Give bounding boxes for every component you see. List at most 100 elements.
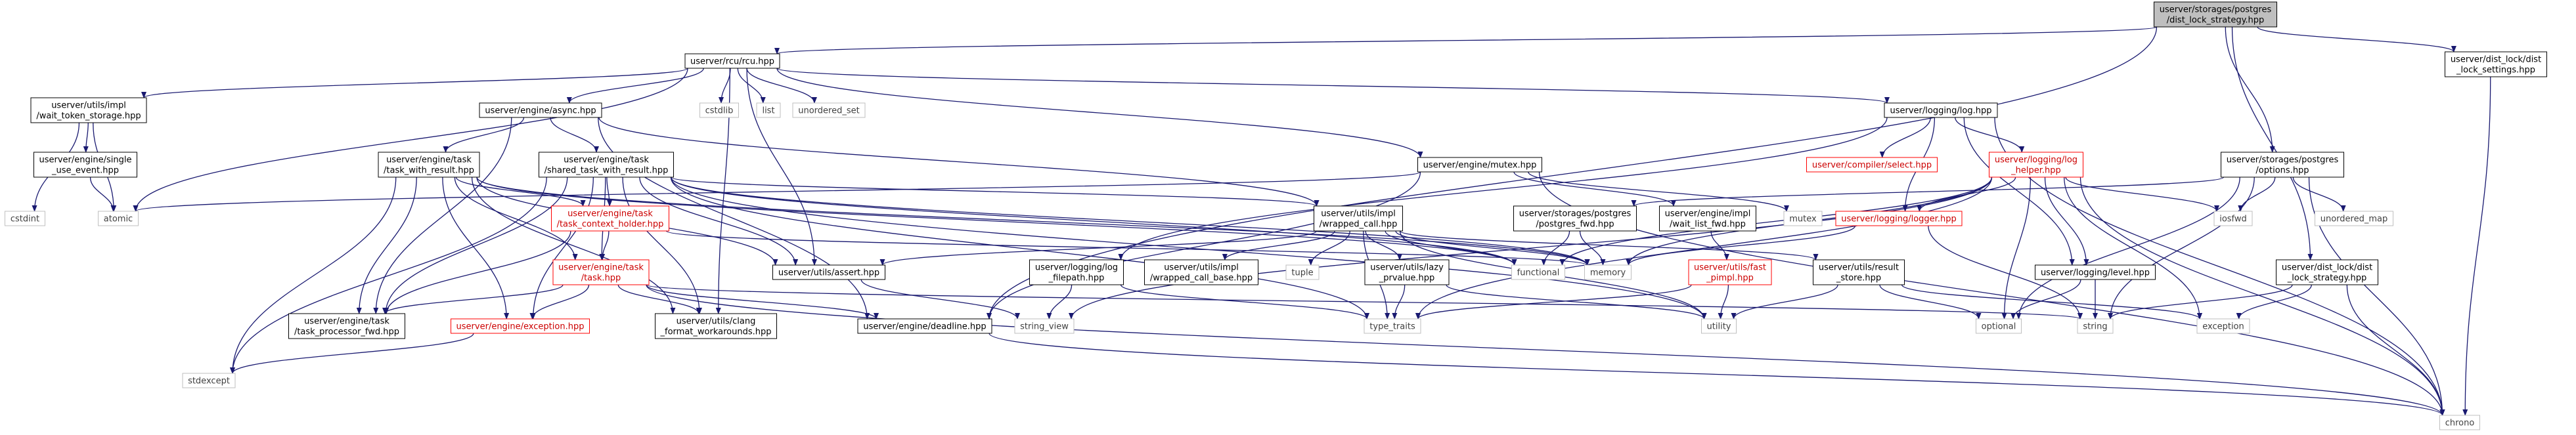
node-label: userver/engine/async.hpp: [485, 106, 596, 116]
edge-lazy-prvalue-to-type-traits: [1392, 284, 1406, 320]
edge-task-hpp-to-chrono: [646, 284, 2445, 416]
node-box: [1014, 318, 1075, 334]
edge-async-to-wrapped-call: [598, 117, 1320, 207]
node-label: userver/engine/deadline.hpp: [863, 322, 986, 332]
node-box: [539, 152, 674, 178]
node-type-traits: type_traits: [1364, 318, 1421, 334]
node-box: [1584, 264, 1632, 280]
edge-root-to-pg-options: [2225, 26, 2275, 153]
node-exception-hpp[interactable]: userver/engine/exception.hpp: [451, 318, 590, 334]
node-wait-token[interactable]: userver/utils/impl/wait_token_storage.hp…: [30, 97, 147, 123]
node-string: string: [2077, 318, 2114, 334]
node-log-filepath[interactable]: userver/logging/log_filepath.hpp: [1029, 259, 1124, 285]
node-assert[interactable]: userver/utils/assert.hpp: [772, 264, 885, 280]
edge-layer: [32, 26, 2491, 416]
node-task-hpp[interactable]: userver/engine/task/task.hpp: [552, 259, 650, 285]
node-box: [2445, 51, 2547, 77]
node-dist-lock-settings[interactable]: userver/dist_lock/dist_lock_settings.hpp: [2445, 51, 2547, 77]
edge-shared-task-to-exception-hpp: [530, 176, 594, 320]
node-label: userver/logging/logger.hpp: [1841, 215, 1956, 224]
node-label: userver/storages/postgres: [1519, 209, 1632, 219]
node-mutex-hpp[interactable]: userver/engine/mutex.hpp: [1417, 157, 1542, 173]
node-label: userver/engine/single: [39, 155, 132, 165]
node-async[interactable]: userver/engine/async.hpp: [479, 102, 602, 118]
node-wrapped-call[interactable]: userver/utils/impl/wrapped_call.hpp: [1314, 205, 1403, 232]
node-exception: exception: [2196, 318, 2250, 334]
node-pg-options[interactable]: userver/storages/postgres/options.hpp: [2221, 152, 2344, 178]
node-string-view: string_view: [1014, 318, 1075, 334]
edge-log-helper-to-type-traits: [1415, 176, 1993, 320]
node-task-with-result[interactable]: userver/engine/task/task_with_result.hpp: [378, 152, 480, 178]
node-label: _filepath.hpp: [1048, 274, 1105, 283]
edge-task-hpp-to-clang-format: [617, 284, 701, 314]
node-box: [479, 102, 602, 118]
node-wait-list-fwd[interactable]: userver/engine/impl/wait_list_fwd.hpp: [1659, 205, 1756, 232]
node-label: /wait_token_storage.hpp: [36, 112, 141, 121]
node-label: /dist_lock_strategy.hpp: [2167, 16, 2265, 26]
node-postgres-fwd[interactable]: userver/storages/postgres/postgres_fwd.h…: [1513, 205, 1637, 232]
edge-mutex-hpp-to-atomic: [133, 171, 1421, 212]
node-box: [2315, 211, 2393, 226]
node-label: userver/engine/mutex.hpp: [1423, 161, 1537, 171]
node-shared-task[interactable]: userver/engine/task/shared_task_with_res…: [539, 152, 674, 178]
node-optional: optional: [1976, 318, 2022, 334]
edge-rcu-to-list: [737, 68, 766, 104]
node-level[interactable]: userver/logging/level.hpp: [2035, 264, 2156, 280]
node-box: [1029, 259, 1124, 285]
edge-wrapped-call-to-lazy-prvalue: [1365, 230, 1402, 260]
node-select[interactable]: userver/compiler/select.hpp: [1806, 157, 1938, 173]
node-label: /options.hpp: [2255, 166, 2309, 176]
node-label: utility: [1707, 322, 1731, 332]
node-log-helper[interactable]: userver/logging/log_helper.hpp: [1989, 152, 2083, 178]
node-label: userver/logging/log.hpp: [1890, 106, 1991, 116]
node-lazy-prvalue[interactable]: userver/utils/lazy_prvalue.hpp: [1364, 259, 1450, 285]
node-log[interactable]: userver/logging/log.hpp: [1884, 102, 1998, 118]
node-label: userver/engine/task: [558, 263, 644, 273]
node-label: _helper.hpp: [2010, 166, 2061, 176]
node-box: [2196, 318, 2250, 334]
node-rcu[interactable]: userver/rcu/rcu.hpp: [684, 53, 780, 69]
node-box: [551, 205, 669, 232]
node-logger[interactable]: userver/logging/logger.hpp: [1835, 211, 1963, 226]
node-task-processor-fwd[interactable]: userver/engine/task/task_processor_fwd.h…: [288, 313, 405, 339]
node-mutex: mutex: [1783, 211, 1823, 226]
node-label: userver/utils/clang: [677, 317, 756, 327]
node-box: [2221, 152, 2344, 178]
edge-ctx-holder-to-memory: [665, 230, 1589, 266]
edge-wait-list-fwd-to-fast-pimpl: [1710, 230, 1729, 260]
edge-log-to-log-filepath: [1118, 117, 1888, 260]
edge-result-store-to-exception: [1901, 284, 2202, 320]
node-label: /task_with_result.hpp: [384, 166, 474, 176]
node-utility: utility: [1701, 318, 1737, 334]
node-label: chrono: [2445, 419, 2475, 428]
edge-wrapped-call-to-result-store: [1399, 230, 1819, 260]
edge-rcu-to-log: [776, 68, 1890, 104]
node-label: userver/compiler/select.hpp: [1812, 161, 1932, 171]
node-single-use-event[interactable]: userver/engine/single_use_event.hpp: [33, 152, 137, 178]
node-result-store[interactable]: userver/utils/result_store.hpp: [1813, 259, 1905, 285]
node-label: userver/engine/task: [304, 317, 389, 327]
edge-log-helper-to-iosfwd: [2065, 176, 2219, 212]
node-memory: memory: [1584, 264, 1632, 280]
node-label: memory: [1590, 268, 1626, 278]
edge-shared-task-to-wrapped-call: [670, 176, 1320, 207]
edge-log-helper-to-level: [2044, 176, 2089, 266]
edge-shared-task-to-assert: [639, 176, 799, 266]
node-box: [655, 313, 777, 339]
node-label: atomic: [104, 215, 133, 224]
edge-wrapped-call-to-wrapped-call-base: [1222, 230, 1335, 260]
node-label: userver/utils/impl: [1321, 209, 1396, 219]
edge-rcu-to-cstdlib: [719, 68, 731, 104]
node-dist-lock-strategy[interactable]: userver/dist_lock/dist_lock_strategy.hpp: [2276, 259, 2378, 285]
node-root[interactable]: userver/storages/postgres/dist_lock_stra…: [2154, 1, 2277, 28]
node-label: userver/utils/fast: [1694, 263, 1766, 273]
node-clang-format[interactable]: userver/utils/clang_format_workarounds.h…: [655, 313, 777, 339]
edge-result-store-to-optional: [1879, 284, 1982, 320]
edge-shared-task-to-utility: [670, 176, 1707, 320]
node-deadline[interactable]: userver/engine/deadline.hpp: [857, 318, 992, 334]
node-label: userver/dist_lock/dist: [2282, 263, 2372, 273]
node-fast-pimpl[interactable]: userver/utils/fast_pimpl.hpp: [1688, 259, 1772, 285]
node-wrapped-call-base[interactable]: userver/utils/impl/wrapped_call_base.hpp: [1144, 259, 1258, 285]
edge-async-to-task-processor-fwd: [373, 117, 512, 314]
node-ctx-holder[interactable]: userver/engine/task/task_context_holder.…: [551, 205, 669, 232]
